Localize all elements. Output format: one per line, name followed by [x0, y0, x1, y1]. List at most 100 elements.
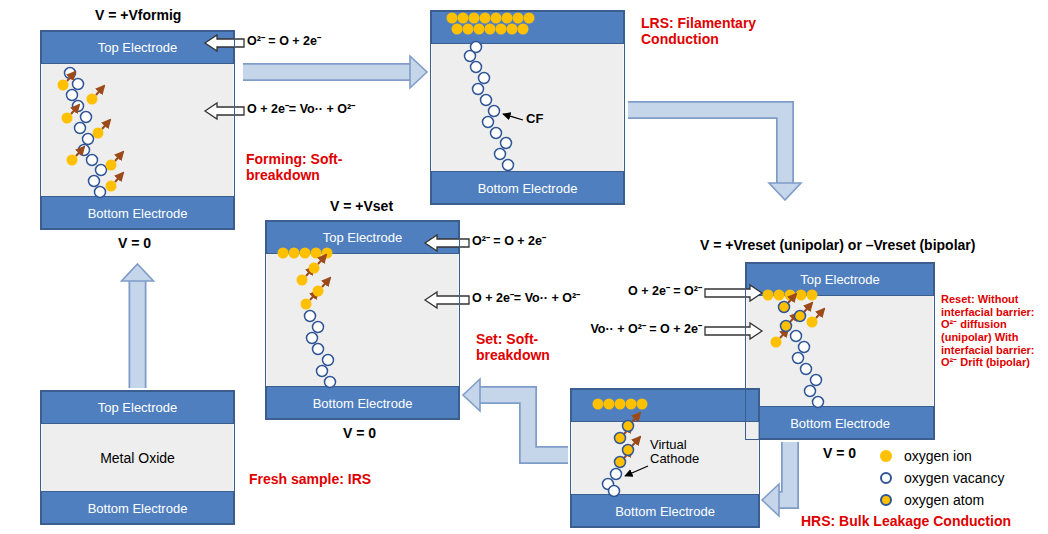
- migration-arrow: [115, 173, 123, 182]
- oxygen-ion: [278, 248, 289, 259]
- reaction-equation: O²⁻ = O + 2e⁻: [472, 235, 546, 249]
- oxygen-ion: [289, 248, 300, 259]
- device-panel: Fresh sample: IRSTop ElectrodeMetal Oxid…: [40, 390, 235, 525]
- oxygen-vacancy: [307, 333, 318, 344]
- top-electrode-fill: [42, 392, 234, 424]
- legend-text: oxygen vacancy: [904, 470, 1004, 486]
- migration-arrow: [318, 255, 326, 264]
- device-panel: Set: Soft-breakdownTop ElectrodeBottom E…: [265, 220, 460, 420]
- oxygen-ion: [297, 275, 308, 286]
- oxygen-atom: [615, 457, 626, 468]
- migration-arrow: [71, 105, 79, 114]
- oxygen-vacancy: [503, 160, 514, 171]
- oxygen-vacancy: [495, 149, 506, 160]
- oxygen-ion: [301, 299, 312, 310]
- voltage-label: V = 0: [823, 446, 856, 461]
- electrode-band: Bottom Electrode: [571, 495, 759, 527]
- legend-swatch: [880, 494, 892, 506]
- oxygen-vacancy: [67, 90, 78, 101]
- state-caption: HRS: Bulk Leakage Conduction: [801, 513, 1041, 529]
- migration-arrow: [816, 309, 824, 318]
- oxygen-ion: [463, 24, 474, 35]
- electrode-label: Bottom Electrode: [88, 501, 188, 516]
- oxygen-ion: [763, 290, 774, 301]
- oxygen-ion: [615, 399, 626, 410]
- oxygen-vacancy: [87, 155, 98, 166]
- oxygen-vacancy: [325, 377, 336, 388]
- reaction-equation: O + 2e⁻= Vo·· + O²⁻: [472, 292, 580, 306]
- migration-arrow: [788, 294, 796, 303]
- oxygen-ion: [518, 24, 529, 35]
- migration-arrow: [804, 303, 812, 312]
- oxygen-ion: [469, 13, 480, 24]
- oxygen-atom: [779, 302, 790, 313]
- reaction-equation: O + 2e⁻= Vo·· + O²⁻: [247, 103, 355, 117]
- reaction-equation: O + 2e⁻ = O²⁻: [628, 285, 702, 299]
- oxygen-ion: [507, 24, 518, 35]
- oxygen-vacancy: [489, 106, 500, 117]
- oxygen-ion: [87, 94, 98, 105]
- electrode-label: Top Electrode: [323, 230, 403, 245]
- oxygen-ion: [496, 24, 507, 35]
- oxygen-ion: [309, 263, 320, 274]
- oxygen-ion: [774, 290, 785, 301]
- oxygen-vacancy: [95, 187, 106, 198]
- oxide-fill: [42, 32, 234, 229]
- legend-row: oxygen atom: [880, 489, 1004, 511]
- oxygen-ion: [771, 337, 782, 348]
- oxygen-ion: [593, 399, 604, 410]
- device-panel: Forming: Soft-breakdownTop ElectrodeBott…: [40, 30, 235, 230]
- oxygen-ion: [807, 317, 818, 328]
- oxygen-vacancy: [491, 128, 502, 139]
- oxygen-ion: [491, 13, 502, 24]
- oxygen-vacancy: [83, 134, 94, 145]
- oxygen-vacancy: [799, 342, 810, 353]
- oxygen-ion: [300, 248, 311, 259]
- oxide-fill: [572, 390, 759, 527]
- oxide-fill: [432, 12, 624, 204]
- top-electrode-fill: [747, 264, 934, 296]
- electrode-band: Top Electrode: [266, 221, 459, 253]
- oxygen-ion: [524, 13, 535, 24]
- oxygen-vacancy: [611, 469, 622, 480]
- state-caption: Reset: Without interfacial barrier: O²⁻ …: [941, 293, 1046, 369]
- migration-arrow: [76, 147, 84, 156]
- oxygen-vacancy: [793, 353, 804, 364]
- oxygen-ion: [311, 248, 322, 259]
- oxygen-ion: [447, 13, 458, 24]
- oxygen-atom: [623, 421, 634, 432]
- device-panel: Reset: Without interfacial barrier: O²⁻ …: [745, 262, 935, 440]
- state-caption: Forming: Soft-breakdown: [246, 151, 366, 183]
- voltage-label: V = +Vset: [330, 199, 393, 214]
- legend-text: oxygen atom: [904, 492, 984, 508]
- oxygen-ion: [58, 80, 69, 91]
- legend-row: oxygen ion: [880, 445, 1004, 467]
- oxygen-ion: [502, 13, 513, 24]
- callout-label: Virtual Cathode: [650, 438, 712, 467]
- oxygen-ion: [62, 113, 73, 124]
- oxygen-vacancy: [609, 486, 620, 497]
- oxygen-ion: [458, 13, 469, 24]
- oxygen-vacancy: [501, 138, 512, 149]
- reaction-equation: O²⁻ = O + 2e⁻: [247, 35, 321, 49]
- callout-label: CF: [526, 112, 543, 126]
- electrode-label: Bottom Electrode: [478, 181, 578, 196]
- electrode-band: Bottom Electrode: [431, 172, 624, 204]
- migration-arrow: [96, 86, 104, 95]
- oxygen-ion: [106, 160, 117, 171]
- oxygen-vacancy: [89, 176, 100, 187]
- migration-arrow: [115, 152, 123, 161]
- oxygen-vacancy: [471, 62, 482, 73]
- layer-label: Metal Oxide: [100, 450, 175, 466]
- leader-line: [503, 114, 523, 120]
- oxide-fill: [42, 392, 234, 524]
- migration-arrow: [67, 72, 75, 81]
- voltage-label: V = +Vformig: [95, 8, 181, 23]
- oxygen-ion: [604, 399, 615, 410]
- oxygen-ion: [313, 286, 324, 297]
- bottom-electrode-fill: [747, 407, 934, 439]
- electrode-label: Top Electrode: [98, 40, 178, 55]
- oxygen-atom: [615, 433, 626, 444]
- electrode-band: Bottom Electrode: [41, 197, 234, 229]
- voltage-label: V = 0: [118, 236, 151, 251]
